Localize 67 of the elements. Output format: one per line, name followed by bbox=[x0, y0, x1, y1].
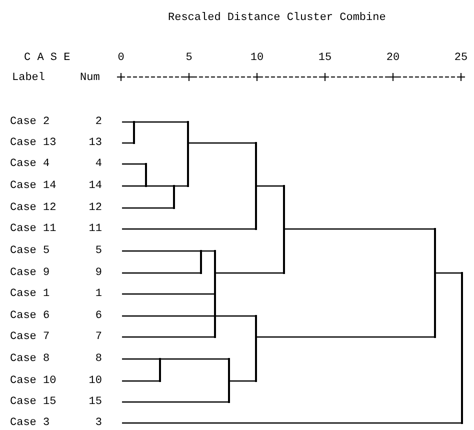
axis-tick-label: 0 bbox=[118, 51, 124, 66]
axis-tick-label: 20 bbox=[386, 51, 400, 66]
case-label: Case 7 bbox=[10, 330, 51, 345]
dendrogram-link bbox=[122, 250, 200, 252]
column-header: Num bbox=[80, 71, 100, 86]
dendrogram-link bbox=[122, 336, 214, 338]
dendrogram-link bbox=[122, 272, 200, 274]
case-label: Case 3 bbox=[10, 416, 51, 430]
chart-title: Rescaled Distance Cluster Combine bbox=[168, 11, 386, 26]
dendrogram-link bbox=[122, 185, 145, 187]
dendrogram-link bbox=[122, 358, 159, 360]
dendrogram-link bbox=[256, 185, 283, 187]
case-label: Case 5 bbox=[10, 244, 51, 259]
dendrogram-link bbox=[435, 272, 461, 274]
dendrogram-link bbox=[122, 401, 228, 403]
dendrogram-link bbox=[122, 163, 145, 165]
case-label: Case 15 bbox=[10, 394, 58, 410]
axis-tick-label: 10 bbox=[250, 51, 264, 66]
case-label: Case 9 bbox=[10, 266, 51, 281]
dendrogram-link bbox=[122, 293, 214, 295]
case-number: 2 bbox=[94, 114, 102, 130]
case-label: Case 13 bbox=[10, 136, 58, 151]
case-number: 10 bbox=[88, 374, 102, 389]
case-label: Case 4 bbox=[10, 156, 51, 172]
case-label: Case 6 bbox=[10, 308, 51, 324]
case-number: 5 bbox=[94, 244, 102, 259]
case-number: 11 bbox=[88, 222, 102, 237]
dendrogram-link bbox=[122, 207, 173, 209]
case-number: 15 bbox=[88, 394, 102, 410]
case-number: 13 bbox=[88, 136, 102, 151]
case-number: 1 bbox=[94, 286, 102, 302]
dendrogram-link bbox=[122, 315, 255, 317]
case-label: Case 12 bbox=[10, 200, 58, 216]
case-label: Case 11 bbox=[10, 222, 58, 237]
case-label: Case 2 bbox=[10, 114, 51, 130]
axis-tick-label: 5 bbox=[186, 51, 192, 66]
case-number: 14 bbox=[88, 178, 102, 194]
dendrogram-link bbox=[122, 121, 133, 123]
case-number: 8 bbox=[94, 352, 102, 367]
dendrogram-link bbox=[134, 121, 187, 123]
case-label: Case 14 bbox=[10, 178, 58, 194]
dendrogram-link bbox=[284, 228, 434, 230]
axis-tick-label: 15 bbox=[318, 51, 332, 66]
dendrogram-link bbox=[174, 185, 187, 187]
case-number: 6 bbox=[94, 308, 102, 324]
dendrogram-link bbox=[229, 380, 255, 382]
dendrogram-link bbox=[122, 422, 461, 424]
column-header: Label bbox=[12, 71, 46, 86]
dendrogram-link bbox=[146, 185, 173, 187]
dendrogram-link bbox=[256, 336, 434, 338]
dendrogram-link bbox=[215, 272, 283, 274]
case-label: Case 1 bbox=[10, 286, 51, 302]
dendrogram-link bbox=[188, 142, 255, 144]
case-label: Case 10 bbox=[10, 374, 58, 389]
case-number: 4 bbox=[94, 156, 102, 172]
case-number: 9 bbox=[94, 266, 102, 281]
dendrogram-link bbox=[122, 380, 159, 382]
dendrogram-link bbox=[160, 358, 228, 360]
case-number: 3 bbox=[94, 416, 102, 430]
dendrogram-link bbox=[122, 142, 133, 144]
dendrogram-link bbox=[201, 250, 214, 252]
column-header: C A S E bbox=[24, 51, 70, 66]
axis-tick-label: 25 bbox=[454, 51, 468, 66]
case-number: 7 bbox=[94, 330, 102, 345]
case-number: 12 bbox=[88, 200, 102, 216]
case-label: Case 8 bbox=[10, 352, 51, 367]
dendrogram-link bbox=[122, 228, 255, 230]
